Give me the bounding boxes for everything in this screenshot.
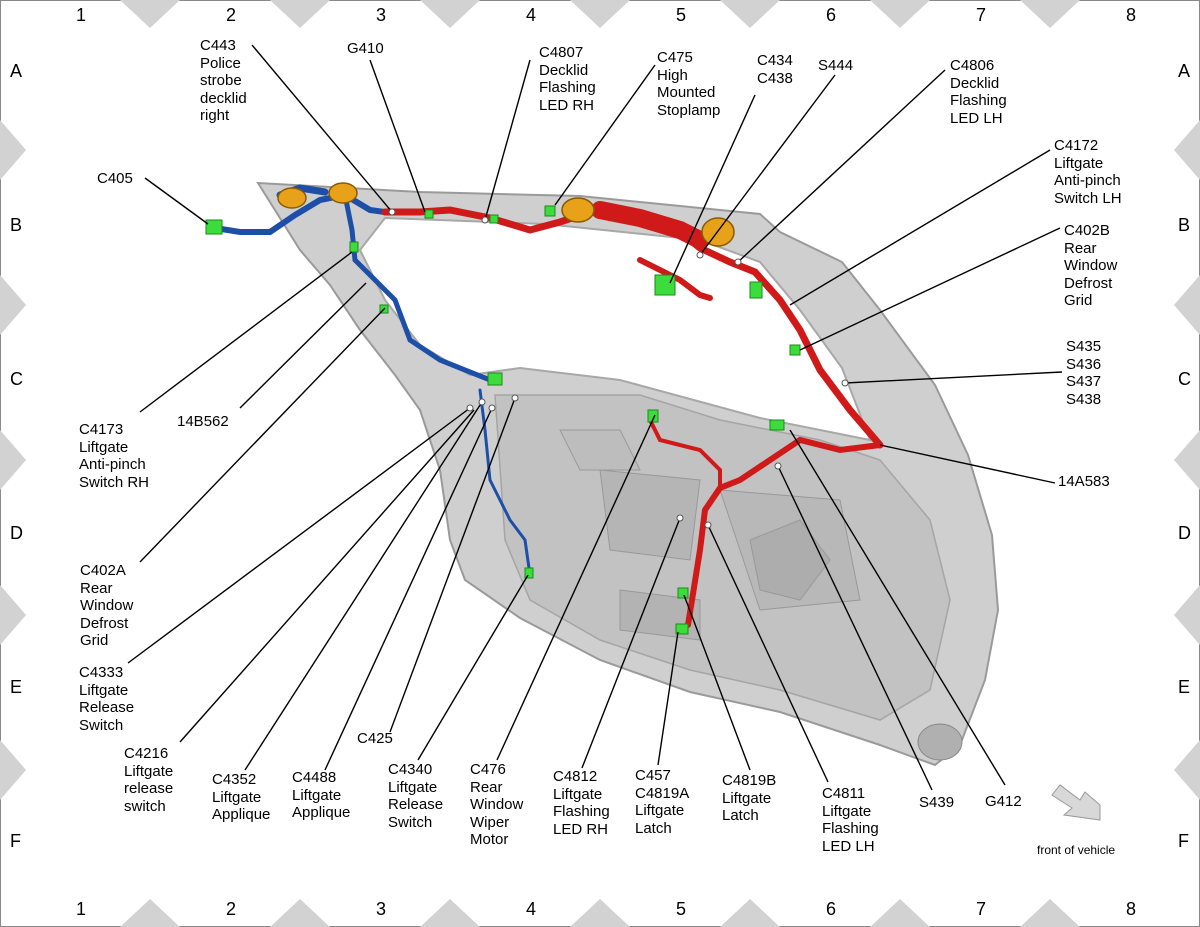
label-c457-c4819a: C457 C4819A Liftgate Latch	[635, 767, 690, 837]
front-of-vehicle-label: front of vehicle	[1037, 843, 1116, 857]
grid-row-b-right: B	[1178, 215, 1191, 235]
label-c402b: C402B Rear Window Defrost Grid	[1064, 222, 1118, 309]
grid-row-f-left: F	[10, 831, 21, 851]
label-c405: C405	[97, 170, 133, 187]
grid-row-c-left: C	[10, 369, 23, 389]
grid-col-2-bottom: 2	[226, 899, 237, 919]
grid-col-1-top: 1	[76, 5, 87, 25]
label-c4173: C4173 Liftgate Anti-pinch Switch RH	[79, 421, 150, 491]
grid-row-b-left: B	[10, 215, 23, 235]
terminal-dots	[388, 208, 849, 529]
connectors	[205, 205, 801, 635]
label-s435-s438: S435 S436 S437 S438	[1066, 338, 1102, 408]
grid-col-1-bottom: 1	[76, 899, 87, 919]
grid-col-8-top: 8	[1126, 5, 1137, 25]
grid-col-7-bottom: 7	[976, 899, 987, 919]
label-c4340: C4340 Liftgate Release Switch	[388, 761, 444, 831]
grid-row-c-right: C	[1178, 369, 1191, 389]
label-s439: S439	[919, 794, 955, 811]
label-c475: C475 High Mounted Stoplamp	[657, 49, 721, 119]
grid-col-5-bottom: 5	[676, 899, 687, 919]
label-c4352: C4352 Liftgate Applique	[212, 771, 271, 823]
grommets	[277, 182, 735, 247]
label-c4819b: C4819B Liftgate Latch	[722, 772, 777, 824]
label-g412: G412	[985, 793, 1022, 810]
harness-lh	[381, 201, 884, 628]
label-c425: C425	[357, 730, 393, 747]
leader-lines	[127, 44, 1063, 791]
grid-row-f-right: F	[1178, 831, 1189, 851]
label-c4172: C4172 Liftgate Anti-pinch Switch LH	[1054, 137, 1122, 207]
label-s444: S444	[818, 57, 854, 74]
label-c4811: C4811 Liftgate Flashing LED LH	[822, 785, 879, 855]
label-c4806: C4806 Decklid Flashing LED LH	[950, 57, 1007, 127]
front-of-vehicle-arrow-icon	[1051, 784, 1101, 821]
label-c4333: C4333 Liftgate Release Switch	[79, 664, 135, 734]
label-g410: G410	[347, 40, 384, 57]
label-c4812: C4812 Liftgate Flashing LED RH	[553, 768, 610, 838]
label-c402a: C402A Rear Window Defrost Grid	[80, 562, 134, 649]
label-c434-c438: C434 C438	[757, 52, 793, 87]
grid-row-e-left: E	[10, 677, 23, 697]
grid-col-8-bottom: 8	[1126, 899, 1137, 919]
grid-row-d-left: D	[10, 523, 23, 543]
grid-row-e-right: E	[1178, 677, 1191, 697]
grid-col-2-top: 2	[226, 5, 237, 25]
label-c4807: C4807 Decklid Flashing LED RH	[539, 44, 596, 114]
label-c443: C443 Police strobe decklid right	[200, 37, 247, 124]
label-14a583: 14A583	[1058, 473, 1110, 490]
grid-col-4-bottom: 4	[526, 899, 537, 919]
grid-col-5-top: 5	[676, 5, 687, 25]
grid-col-7-top: 7	[976, 5, 987, 25]
grid-row-a-right: A	[1178, 61, 1191, 81]
grid-row-a-left: A	[10, 61, 23, 81]
label-c476: C476 Rear Window Wiper Motor	[470, 761, 524, 848]
grid-col-6-bottom: 6	[826, 899, 837, 919]
grid-col-6-top: 6	[826, 5, 837, 25]
grid-col-3-top: 3	[376, 5, 387, 25]
label-c4488: C4488 Liftgate Applique	[292, 769, 351, 821]
grid-row-d-right: D	[1178, 523, 1191, 543]
grid-col-4-top: 4	[526, 5, 537, 25]
label-14b562: 14B562	[177, 413, 229, 430]
grid-col-3-bottom: 3	[376, 899, 387, 919]
label-c4216: C4216 Liftgate release switch	[124, 745, 174, 815]
